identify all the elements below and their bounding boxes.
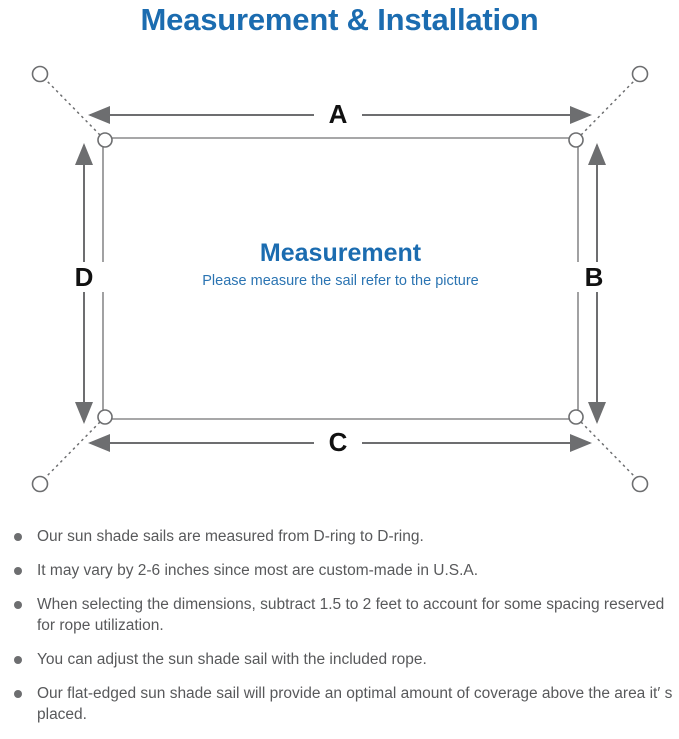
anchor-ring-top-right [631, 65, 649, 83]
bullet-icon [14, 656, 22, 664]
note-text: Our sun shade sails are measured from D-… [37, 528, 424, 545]
list-item: Our sun shade sails are measured from D-… [10, 526, 676, 547]
rope-bottom-left [45, 421, 101, 478]
page-title: Measurement & Installation [140, 2, 539, 37]
list-item: It may vary by 2-6 inches since most are… [10, 560, 676, 581]
dimension-label-b: B [572, 262, 616, 292]
sail-measurement-diagram: Measurement Please measure the sail refe… [0, 50, 679, 520]
anchor-ring-bottom-left [31, 475, 49, 493]
d-ring-bottom-left [97, 409, 113, 425]
list-item: When selecting the dimensions, subtract … [10, 594, 676, 636]
note-text: It may vary by 2-6 inches since most are… [37, 562, 479, 579]
list-item: You can adjust the sun shade sail with t… [10, 649, 676, 670]
rope-bottom-right [580, 421, 636, 478]
anchor-ring-bottom-right [631, 475, 649, 493]
anchor-ring-top-left [31, 65, 49, 83]
bullet-icon [14, 690, 22, 698]
d-ring-top-left [97, 132, 113, 148]
d-ring-top-right [568, 132, 584, 148]
sail-rectangle [102, 137, 579, 420]
d-ring-bottom-right [568, 409, 584, 425]
list-item: Our flat-edged sun shade sail will provi… [10, 683, 676, 725]
note-text: You can adjust the sun shade sail with t… [37, 651, 427, 668]
dimension-label-a: A [314, 99, 362, 129]
note-text: Our flat-edged sun shade sail will provi… [37, 685, 673, 723]
bullet-icon [14, 533, 22, 541]
diagram-svg [31, 65, 649, 493]
rope-top-left [45, 79, 101, 136]
rope-top-right [580, 79, 636, 136]
notes-list: Our sun shade sails are measured from D-… [10, 526, 676, 725]
bullet-icon [14, 601, 22, 609]
note-text: When selecting the dimensions, subtract … [37, 596, 665, 634]
dimension-label-c: C [314, 427, 362, 457]
dimension-label-d: D [62, 262, 106, 292]
bullet-icon [14, 567, 22, 575]
